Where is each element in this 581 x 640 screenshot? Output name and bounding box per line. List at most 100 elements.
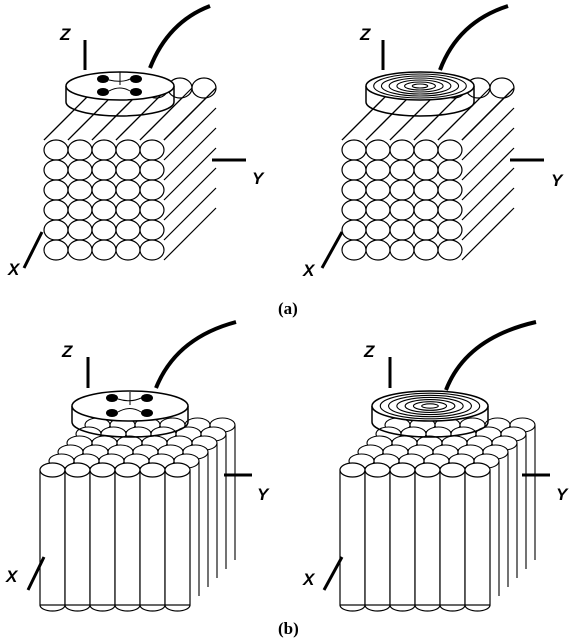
z-axis-label: Z	[59, 25, 71, 44]
panel-a-left	[43, 4, 217, 261]
fiber-edge	[163, 167, 217, 221]
coil-ring	[404, 81, 436, 91]
fiber-end	[43, 219, 69, 241]
fiber-end	[43, 239, 69, 261]
fiber-cylinder	[139, 469, 166, 606]
axes-a-right: Z Y X	[302, 25, 564, 280]
probe-disk	[365, 71, 475, 117]
axes-a-left: Z Y X	[7, 25, 265, 279]
fiber-bundle-front-faces	[43, 139, 165, 261]
y-axis-label: Y	[551, 171, 564, 190]
concentric-coil	[379, 392, 481, 420]
fiber-end	[89, 462, 116, 478]
panel-b-left	[39, 320, 237, 612]
coil-ring	[396, 396, 464, 416]
fiber-end	[91, 139, 117, 161]
fiber-bottom	[164, 604, 191, 612]
fiber-end	[139, 199, 165, 221]
coil-ring	[373, 73, 467, 99]
panel-b-right	[339, 320, 537, 612]
fiber-end	[439, 462, 466, 478]
vertical-fiber-bundle	[39, 417, 236, 612]
fiber-end	[43, 139, 69, 161]
fiber-bottom	[389, 604, 416, 612]
fiber-edge	[163, 87, 217, 141]
fiber-end	[437, 179, 463, 201]
fiber-edge	[437, 87, 491, 141]
fiber-end	[389, 199, 415, 221]
fiber-cylinder	[39, 469, 66, 606]
fiber-edge	[163, 127, 217, 181]
probe-cable	[438, 4, 509, 71]
probe-cable	[444, 320, 537, 391]
fiber-bottom	[64, 604, 91, 612]
fiber-end	[67, 199, 93, 221]
fiber-cylinder	[339, 469, 366, 606]
coil-ring	[388, 394, 472, 418]
fiber-end	[389, 462, 416, 478]
fiber-end	[413, 179, 439, 201]
fiber-edge	[461, 107, 515, 161]
fiber-end	[115, 179, 141, 201]
z-axis-label: Z	[359, 25, 371, 44]
probe-cable	[154, 320, 237, 389]
fiber-bottom	[439, 604, 466, 612]
probe-disk	[65, 71, 175, 117]
z-axis-label: Z	[61, 342, 73, 361]
fiber-end	[341, 179, 367, 201]
fiber-edge	[461, 187, 515, 241]
panel-a-right	[341, 4, 515, 261]
coil-ring	[379, 392, 481, 420]
fiber-edge	[163, 207, 217, 261]
fiber-bundle-side	[461, 87, 515, 261]
fiber-end	[64, 462, 91, 478]
fiber-edge	[461, 207, 515, 261]
fiber-end	[91, 219, 117, 241]
fiber-bottom	[414, 604, 441, 612]
fiber-edge	[461, 147, 515, 201]
fiber-bottom	[89, 604, 116, 612]
fiber-end	[341, 159, 367, 181]
fiber-cylinder	[89, 469, 116, 606]
fiber-end	[115, 139, 141, 161]
fiber-end	[365, 239, 391, 261]
fiber-end	[365, 139, 391, 161]
x-axis-label: X	[302, 570, 316, 589]
fiber-bottom	[339, 604, 366, 612]
fiber-end	[365, 179, 391, 201]
fiber-end	[341, 139, 367, 161]
fiber-end	[341, 239, 367, 261]
fiber-end	[91, 159, 117, 181]
fiber-end	[437, 199, 463, 221]
fiber-bundle-side	[163, 87, 217, 261]
fiber-edge	[461, 127, 515, 181]
fiber-cylinder	[64, 469, 91, 606]
concentric-coil	[373, 73, 467, 99]
fiber-edge	[115, 87, 169, 141]
fiber-cylinder	[439, 469, 466, 606]
fiber-end	[139, 179, 165, 201]
fiber-end	[91, 199, 117, 221]
fiber-end	[139, 219, 165, 241]
fiber-bottom	[139, 604, 166, 612]
fiber-end	[164, 462, 191, 478]
coil-ring	[421, 403, 439, 409]
fiber-end	[39, 462, 66, 478]
x-axis-label: X	[5, 567, 19, 586]
fiber-end	[414, 462, 441, 478]
fiber-bottom	[39, 604, 66, 612]
fiber-edge	[163, 187, 217, 241]
fiber-end	[114, 462, 141, 478]
fiber-end	[43, 159, 69, 181]
fiber-end	[365, 159, 391, 181]
fiber-end	[67, 139, 93, 161]
fiber-end	[365, 219, 391, 241]
fiber-end	[91, 179, 117, 201]
caption-a: (a)	[278, 299, 298, 318]
fiber-end	[389, 139, 415, 161]
coil-ring	[404, 399, 456, 413]
fiber-end	[91, 239, 117, 261]
fiber-cylinder	[414, 469, 441, 606]
fiber-end	[67, 159, 93, 181]
